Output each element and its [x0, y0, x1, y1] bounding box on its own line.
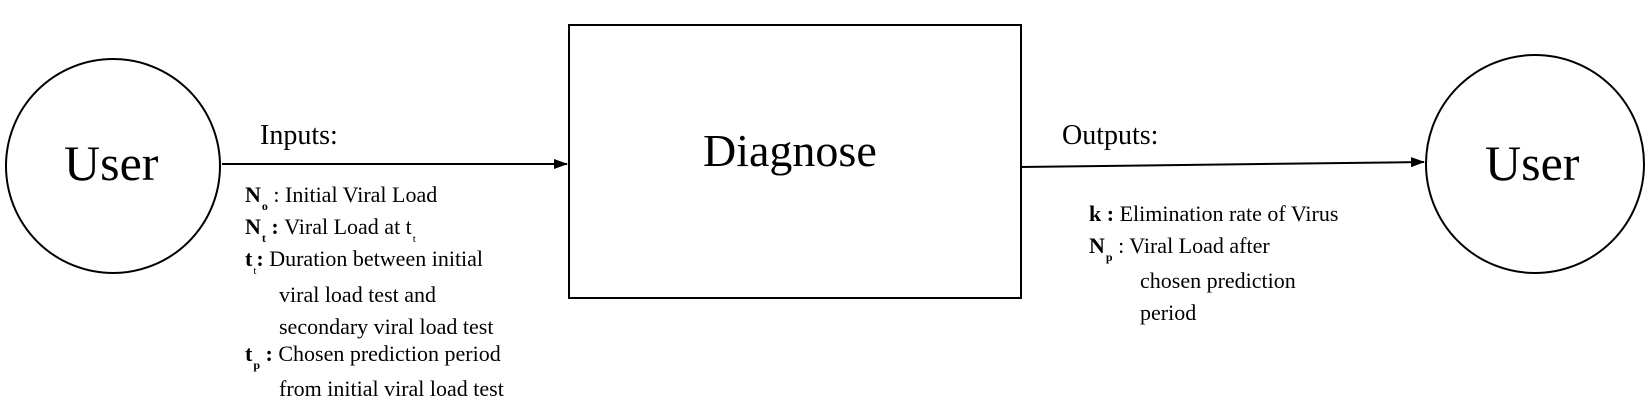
- description-line-2: chosen prediction: [1140, 268, 1296, 293]
- symbol: t: [245, 341, 253, 366]
- description-subscript: t: [412, 233, 416, 245]
- separator: :: [256, 246, 270, 271]
- input-item-viral-load-at-tt: Nt : Viral Load at tt: [245, 211, 416, 247]
- symbol: N: [245, 182, 261, 207]
- symbol: k: [1089, 201, 1102, 226]
- input-item-duration: tt: Duration between initial viral load …: [245, 243, 493, 343]
- description: Elimination rate of Virus: [1119, 201, 1339, 226]
- description-line-3: period: [1140, 300, 1197, 325]
- separator: :: [260, 341, 279, 366]
- input-item-initial-viral-load: No : Initial Viral Load: [245, 179, 437, 214]
- subscript: t: [253, 265, 257, 277]
- separator: :: [1101, 201, 1120, 226]
- subscript: t: [261, 231, 266, 245]
- description: Viral Load at t: [284, 214, 412, 239]
- description-line-1: Duration between initial: [269, 246, 484, 271]
- subscript: p: [253, 358, 261, 372]
- separator: :: [1112, 233, 1130, 258]
- output-item-elimination-rate: k : Elimination rate of Virus: [1089, 198, 1338, 230]
- diagnose-box: [568, 24, 1022, 299]
- user-left-label: User: [64, 135, 159, 191]
- output-item-viral-load-after: Np : Viral Load after chosen prediction …: [1089, 230, 1296, 329]
- subscript: p: [1105, 250, 1113, 264]
- description: Initial Viral Load: [285, 182, 438, 207]
- user-right-label: User: [1485, 135, 1580, 191]
- diagnose-label: Diagnose: [703, 125, 877, 176]
- description-line-1: Chosen prediction period: [278, 341, 501, 366]
- user-left-circle: [5, 58, 221, 274]
- output-arrow: [1019, 157, 1425, 168]
- symbol: N: [1089, 233, 1105, 258]
- symbol: N: [245, 214, 261, 239]
- separator: :: [265, 214, 285, 239]
- input-item-prediction-period: tp : Chosen prediction period from initi…: [245, 338, 504, 405]
- description-line-1: Viral Load after: [1129, 233, 1270, 258]
- description-line-2: from initial viral load test: [279, 376, 504, 401]
- description-line-3: secondary viral load test: [279, 314, 494, 339]
- user-right-circle: [1425, 54, 1645, 274]
- separator: :: [267, 182, 286, 207]
- inputs-title: Inputs:: [260, 120, 338, 151]
- subscript: o: [261, 199, 268, 213]
- outputs-title: Outputs:: [1062, 120, 1159, 151]
- description-line-2: viral load test and: [279, 282, 437, 307]
- symbol: t: [245, 246, 253, 271]
